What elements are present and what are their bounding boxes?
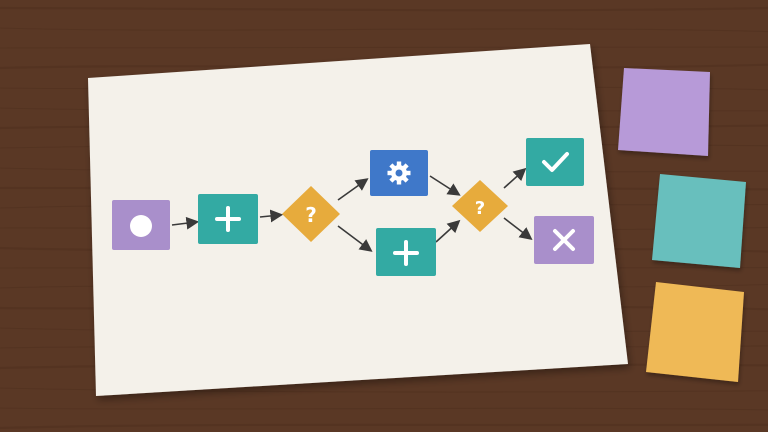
wood-grain-line	[0, 387, 768, 393]
arrow-add-to-decision	[259, 209, 284, 223]
add-node-2	[376, 228, 436, 276]
settings-node	[370, 150, 428, 196]
arrow-decision-to-add	[337, 225, 373, 252]
decision-node-2: ?	[452, 180, 508, 232]
gear-tooth	[405, 170, 411, 176]
question-icon: ?	[475, 198, 485, 219]
arrow-decision-to-success	[503, 167, 527, 189]
arrow-settings-to-decision	[429, 175, 461, 196]
question-icon: ?	[305, 203, 317, 227]
start-node	[112, 200, 170, 250]
success-node	[526, 138, 584, 186]
plus-icon	[215, 206, 241, 232]
wood-grain-line	[0, 46, 768, 49]
sticky-note-teal	[652, 174, 746, 268]
add-node	[198, 194, 258, 244]
fail-node	[534, 216, 594, 264]
gear-tooth	[396, 161, 402, 167]
paper-sheet	[88, 44, 628, 396]
arrow-add-to-decision-2	[435, 219, 461, 243]
wood-grain-line	[0, 407, 768, 411]
wood-grain-line	[0, 6, 768, 12]
flowchart-nodes: ? ?	[112, 138, 594, 276]
arrow-start-to-add	[171, 216, 200, 230]
arrow-decision-to-fail	[503, 217, 533, 240]
wood-grain-line	[0, 27, 768, 33]
decision-node: ?	[282, 186, 340, 242]
sticky-note-purple	[618, 68, 710, 156]
flow-arrows	[171, 167, 533, 252]
plus-icon	[393, 240, 419, 266]
gear-tooth	[387, 170, 393, 176]
wood-grain-line	[0, 423, 768, 430]
gear-icon	[387, 161, 411, 185]
gear-tooth	[396, 179, 402, 185]
arrow-decision-to-settings	[337, 178, 369, 201]
gear-tooth	[389, 176, 396, 183]
x-icon	[553, 229, 575, 251]
gear-tooth	[402, 176, 409, 183]
check-icon	[542, 152, 569, 172]
sticky-notes	[618, 68, 746, 382]
sticky-note-yellow	[646, 282, 744, 382]
gear-tooth	[389, 163, 396, 170]
circle-icon	[130, 215, 152, 237]
gear-tooth	[402, 163, 409, 170]
